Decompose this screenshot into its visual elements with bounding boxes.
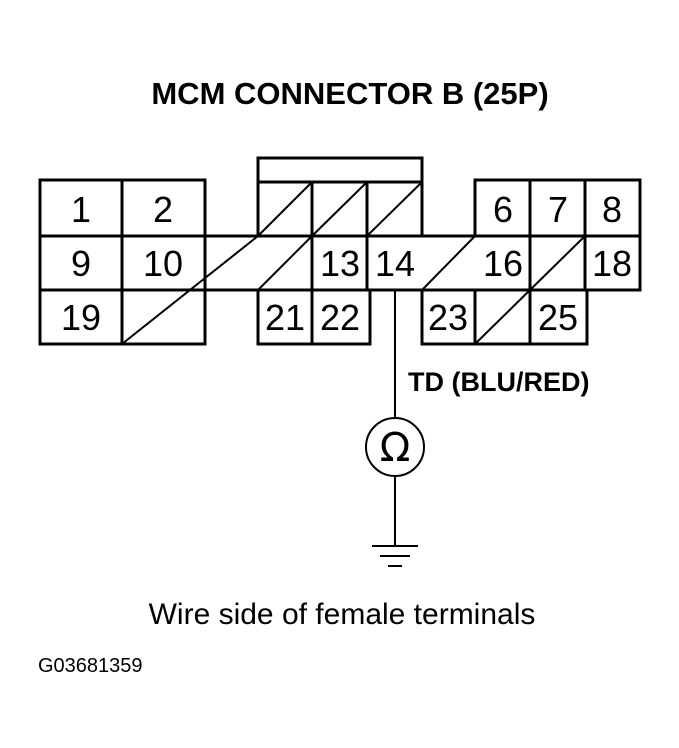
pin-label: 8 bbox=[602, 189, 622, 230]
pin-label: 18 bbox=[592, 243, 632, 284]
connector-outline bbox=[38, 156, 642, 346]
pin-label: 25 bbox=[538, 297, 578, 338]
ground-icon bbox=[372, 545, 418, 567]
pin-labels: 1 2 6 7 8 9 10 13 14 16 18 19 21 22 23 2… bbox=[61, 189, 632, 338]
pin-label: 7 bbox=[548, 189, 568, 230]
figure-code: G03681359 bbox=[38, 655, 143, 677]
pin-label: 21 bbox=[265, 297, 305, 338]
diagram-caption: Wire side of female terminals bbox=[149, 598, 536, 631]
pin-label: 13 bbox=[320, 243, 360, 284]
ohmmeter: Ω bbox=[365, 417, 425, 477]
pin-label: 6 bbox=[493, 189, 513, 230]
diagram-title: MCM CONNECTOR B (25P) bbox=[151, 76, 548, 111]
pin-label: 9 bbox=[71, 243, 91, 284]
pin-label: 16 bbox=[483, 243, 523, 284]
pin-label: 22 bbox=[320, 297, 360, 338]
pin-label: 2 bbox=[153, 189, 173, 230]
pin-label: 14 bbox=[375, 243, 415, 284]
pin-label: 19 bbox=[61, 297, 101, 338]
pin-label: 1 bbox=[71, 189, 91, 230]
pin-label: 23 bbox=[428, 297, 468, 338]
pin-label: 10 bbox=[143, 243, 183, 284]
wire-color-label: TD (BLU/RED) bbox=[408, 367, 589, 397]
ohm-symbol: Ω bbox=[380, 425, 411, 471]
empty-cavity-slashes bbox=[121, 181, 586, 345]
